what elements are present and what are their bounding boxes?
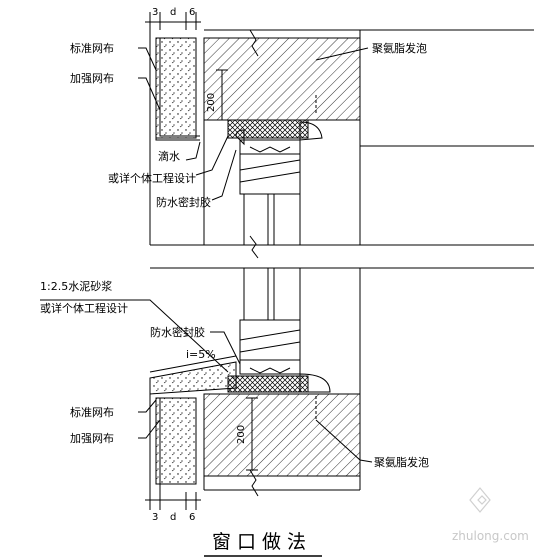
lower-frame-profile [239,319,301,361]
upper-dim-200: 200 [206,93,217,112]
middle-lines [150,29,534,269]
upper-mesh-label-2: 加强网布 [70,72,114,85]
top-dim-6: 6 [189,7,195,18]
watermark-logo [469,487,491,513]
upper-foam-label: 聚氨脂发泡 [372,41,427,55]
upper-foam-strip [227,119,309,139]
upper-insulation [155,37,197,139]
upper-mesh-label-1: 标准网布 [70,41,114,55]
lower-slope-label: i=5% [186,348,216,361]
upper-detail [138,12,369,259]
lower-insulation [155,397,197,485]
lower-mortar-label-1: 1:2.5水泥砂浆 [40,279,112,293]
top-dim-3: 3 [152,7,158,18]
upper-drip-detail-label: 或详个体工程设计 [108,171,196,185]
upper-dimension-ticks [145,12,201,30]
lower-dimension-ticks [145,492,201,510]
lower-mortar-label-2: 或详个体工程设计 [40,301,128,315]
upper-sealant-label: 防水密封胶 [156,195,211,209]
watermark-text: zhulong.com [452,529,529,543]
top-dim-d: d [170,7,176,18]
drawing-title: 窗口做法 [212,531,312,553]
lower-mesh-label-2: 加强网布 [70,432,114,445]
bottom-dim-d: d [170,512,176,523]
lower-foam-strip [227,375,309,393]
lower-detail [40,268,373,510]
bottom-dim-3: 3 [152,512,158,523]
lower-concrete-sill [203,393,361,477]
upper-drip-label: 滴水 [158,149,180,163]
lower-sealant-label: 防水密封胶 [150,325,205,339]
bottom-dim-6: 6 [189,512,195,523]
lower-dim-200: 200 [236,425,247,444]
upper-concrete-lintel [203,37,361,121]
lower-foam-label: 聚氨脂发泡 [374,455,429,469]
lower-mesh-label-1: 标准网布 [70,405,114,419]
